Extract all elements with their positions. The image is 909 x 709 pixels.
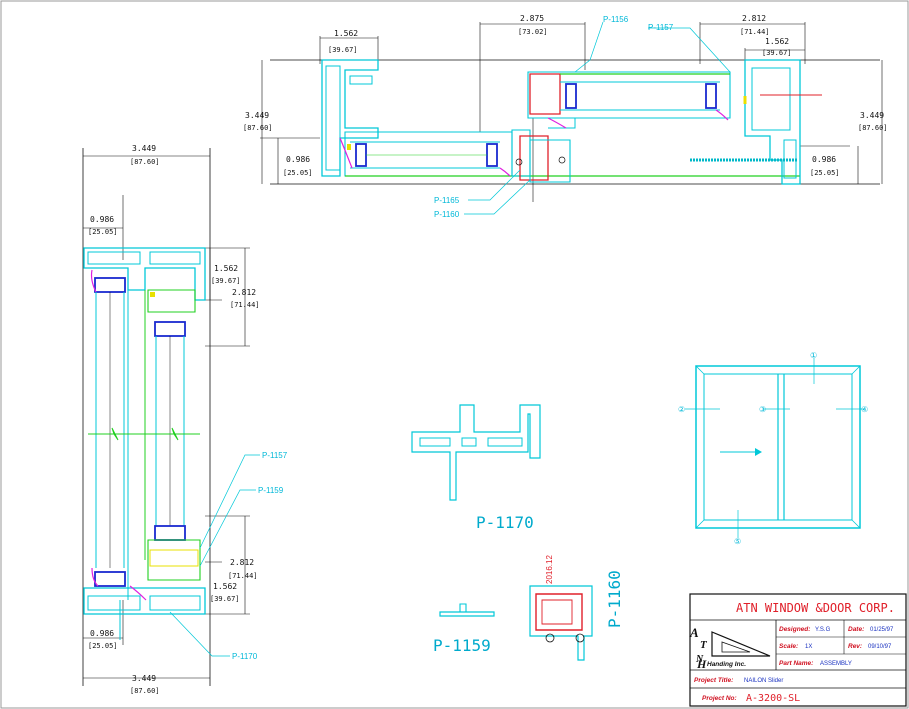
dim-side-2505: [25.05] [88, 228, 118, 236]
dim-side-0986: 0.986 [90, 215, 114, 224]
part-name-label: Part Name: [779, 660, 813, 667]
dim-side-3967: [39.67] [211, 277, 241, 285]
dim-top-l0986: 0.986 [286, 155, 310, 164]
company-logo: A T N H Handing Inc. [689, 625, 771, 671]
svg-text:A: A [689, 625, 699, 640]
dim-top-r3967: [39.67] [762, 49, 792, 57]
dim-side-1562: 1.562 [214, 264, 238, 273]
svg-text:H: H [696, 657, 707, 671]
dim-side-b0986: 0.986 [90, 629, 114, 638]
label-p1157-top: P-1157 [648, 23, 674, 32]
profile-code-p1160: 2016.12 [545, 555, 554, 584]
rev-label: Rev: [848, 643, 862, 650]
profile-label-p1160: P-1160 [605, 570, 624, 628]
dim-top-l3449: 3.449 [245, 111, 269, 120]
project-title-label: Project Title: [694, 677, 733, 684]
dim-top-2812: 2.812 [742, 14, 766, 23]
svg-text:N: N [695, 654, 704, 665]
marker-3: ③ [759, 405, 766, 414]
top-plan-section: 1.562 [39.67] 2.875 [73.02] 2.812 [71.44… [243, 14, 888, 219]
side-elevation-section: 3.449 [87.60] 0.986 [25.05] 1.562 [39.67… [82, 144, 288, 695]
dim-side-b1562: 1.562 [213, 582, 237, 591]
dim-top-r3449: 3.449 [860, 111, 884, 120]
rev-value: 09/10/97 [868, 644, 892, 650]
profile-p1159: P-1159 [433, 603, 495, 655]
profile-p1170: P-1170 [411, 404, 541, 532]
title-block: ATN WINDOW &DOOR CORP. A T N H Handing I… [689, 593, 907, 707]
dim-top-l8760: [87.60] [243, 124, 273, 132]
dim-top-r0986: 0.986 [812, 155, 836, 164]
svg-text:T: T [700, 639, 708, 651]
marker-1: ① [810, 351, 817, 360]
marker-4: ④ [861, 405, 868, 414]
dim-top-r8760: [87.60] [858, 124, 888, 132]
designed-label: Designed: [779, 626, 810, 633]
label-p1159-side: P-1159 [258, 486, 284, 495]
dim-side-7144: [71.44] [230, 301, 260, 309]
marker-5: ⑤ [734, 537, 741, 546]
dim-top-l2505: [25.05] [283, 169, 313, 177]
dim-top-1562: 1.562 [334, 29, 358, 38]
project-title-value: NAILON Slider [744, 678, 783, 684]
window-elevation: ① ② ③ ④ ⑤ [678, 351, 868, 546]
dim-side-b2505: [25.05] [88, 642, 118, 650]
label-p1160-top: P-1160 [434, 210, 460, 219]
marker-2: ② [678, 405, 685, 414]
dim-side-8760: [87.60] [130, 158, 160, 166]
dim-side-b3449: 3.449 [132, 674, 156, 683]
date-value: 01/25/97 [870, 627, 894, 633]
profile-label-p1159: P-1159 [433, 636, 491, 655]
dim-side-b8760: [87.60] [130, 687, 160, 695]
label-p1156: P-1156 [603, 15, 629, 24]
dim-top-7144: [71.44] [740, 28, 770, 36]
profile-p1160: P-1160 2016.12 [529, 555, 624, 661]
date-label: Date: [848, 626, 864, 633]
dim-top-2875: 2.875 [520, 14, 544, 23]
label-p1170-side: P-1170 [232, 652, 258, 661]
logo-subtitle: Handing Inc. [707, 661, 746, 668]
part-name-value: ASSEMBLY [820, 661, 852, 667]
dim-top-7302: [73.02] [518, 28, 548, 36]
company-name: ATN WINDOW &DOOR CORP. [736, 601, 895, 615]
dim-side-2812: 2.812 [232, 288, 256, 297]
project-no-value: A-3200-SL [746, 693, 800, 704]
scale-label: Scale: [779, 643, 798, 650]
dim-side-b7144: [71.44] [228, 572, 258, 580]
project-no-label: Project No: [702, 695, 737, 702]
dim-top-r1562: 1.562 [765, 37, 789, 46]
scale-value: 1X [805, 644, 812, 650]
designed-value: Y.S.G [815, 627, 831, 633]
profile-label-p1170: P-1170 [476, 513, 534, 532]
label-p1157-side: P-1157 [262, 451, 288, 460]
dim-top-r2505: [25.05] [810, 169, 840, 177]
label-p1165: P-1165 [434, 196, 460, 205]
dim-side-3449: 3.449 [132, 144, 156, 153]
dim-top-3967: [39.67] [328, 46, 358, 54]
dim-side-b2812: 2.812 [230, 558, 254, 567]
dim-side-b3967: [39.67] [210, 595, 240, 603]
